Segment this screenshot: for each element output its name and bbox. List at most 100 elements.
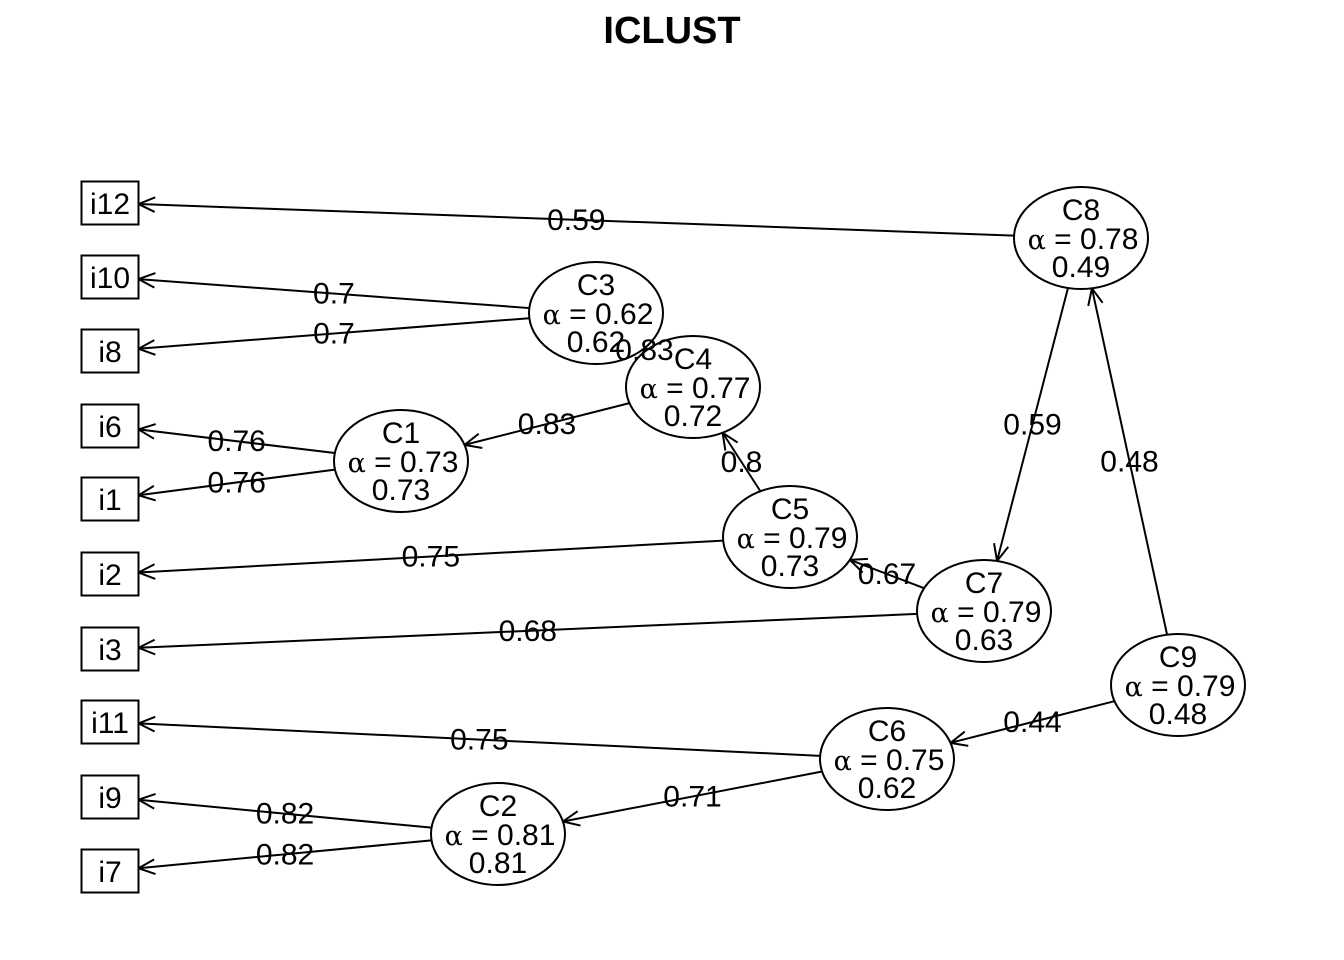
- cluster-name: C2: [479, 790, 517, 823]
- cluster-node-c2: C2α = 0.810.81: [430, 782, 566, 886]
- edge-line: [138, 317, 530, 350]
- cluster-beta: 0.48: [1149, 698, 1207, 731]
- cluster-node-c1: C1α = 0.730.73: [333, 409, 469, 513]
- alpha-value: 0.73: [400, 446, 458, 479]
- item-box: [80, 774, 140, 820]
- alpha-symbol: α: [445, 821, 463, 852]
- edge-line: [464, 402, 630, 446]
- alpha-symbol: α: [931, 598, 949, 629]
- cluster-node-c3: C3α = 0.620.62: [528, 261, 664, 365]
- edge-weight-label: 0.82: [256, 798, 314, 831]
- cluster-ellipse: [528, 261, 664, 365]
- cluster-beta: 0.73: [761, 550, 819, 583]
- cluster-alpha: α = 0.62: [543, 298, 654, 331]
- alpha-equals: =: [463, 819, 497, 852]
- cluster-beta: 0.73: [372, 474, 430, 507]
- item-label: i12: [90, 188, 130, 221]
- cluster-name: C6: [868, 715, 906, 748]
- edge-weight-label: 0.8: [721, 446, 763, 479]
- edge-line: [138, 278, 530, 310]
- alpha-equals: =: [1143, 670, 1177, 703]
- item-label: i11: [91, 707, 129, 740]
- cluster-alpha: α = 0.77: [640, 372, 751, 405]
- item-box: [80, 180, 140, 226]
- edge-line: [1090, 288, 1169, 635]
- edge-weight-label: 0.76: [208, 466, 266, 499]
- cluster-name: C5: [771, 493, 809, 526]
- alpha-equals: =: [852, 744, 886, 777]
- cluster-alpha: α = 0.75: [834, 744, 945, 777]
- cluster-node-c6: C6α = 0.750.62: [819, 707, 955, 811]
- item-node-i7: i7: [80, 848, 140, 894]
- cluster-name: C9: [1159, 641, 1197, 674]
- edge-labels-layer: 0.590.70.70.760.760.750.680.750.820.820.…: [207, 204, 1158, 872]
- edge-line: [562, 770, 823, 823]
- item-box: [80, 551, 140, 597]
- alpha-value: 0.75: [886, 744, 944, 777]
- alpha-value: 0.79: [1177, 670, 1235, 703]
- edge-weight-label: 0.59: [547, 204, 605, 237]
- alpha-symbol: α: [834, 746, 852, 777]
- cluster-alpha: α = 0.81: [445, 819, 556, 852]
- diagram-title: ICLUST: [603, 10, 740, 52]
- cluster-node-c4: C4α = 0.770.72: [625, 335, 761, 439]
- cluster-ellipse: [722, 485, 858, 589]
- item-node-i9: i9: [80, 774, 140, 820]
- alpha-value: 0.78: [1080, 223, 1138, 256]
- cluster-name: C8: [1062, 194, 1100, 227]
- item-box: [80, 328, 140, 374]
- edge-line: [138, 839, 432, 870]
- cluster-ellipse: [1013, 186, 1149, 290]
- cluster-ellipse: [625, 335, 761, 439]
- item-box: [80, 848, 140, 894]
- alpha-equals: =: [658, 372, 692, 405]
- item-box: [80, 403, 140, 449]
- alpha-symbol: α: [1028, 225, 1046, 256]
- item-label: i3: [98, 634, 121, 667]
- cluster-alpha: α = 0.79: [931, 596, 1042, 629]
- edge-weight-label: 0.67: [858, 558, 916, 591]
- edge-line: [849, 558, 925, 590]
- edge-line: [996, 287, 1069, 562]
- alpha-symbol: α: [1125, 672, 1143, 703]
- item-label: i7: [98, 856, 121, 889]
- edge-weight-label: 0.44: [1003, 706, 1061, 739]
- alpha-equals: =: [561, 298, 595, 331]
- item-node-i2: i2: [80, 551, 140, 597]
- alpha-value: 0.79: [983, 596, 1041, 629]
- cluster-alpha: α = 0.79: [737, 522, 848, 555]
- edge-weight-label: 0.59: [1003, 409, 1061, 442]
- edge-weight-label: 0.75: [402, 541, 460, 574]
- item-box: [80, 254, 140, 300]
- edge-weight-label: 0.7: [313, 317, 355, 350]
- cluster-node-c5: C5α = 0.790.73: [722, 485, 858, 589]
- cluster-beta: 0.63: [955, 624, 1013, 657]
- edge-line: [138, 539, 724, 574]
- cluster-ellipse: [333, 409, 469, 513]
- cluster-ellipse: [430, 782, 566, 886]
- alpha-equals: =: [366, 446, 400, 479]
- item-node-i6: i6: [80, 403, 140, 449]
- cluster-name: C4: [674, 343, 712, 376]
- edge-line: [138, 468, 336, 497]
- cluster-node-c7: C7α = 0.790.63: [916, 559, 1052, 663]
- alpha-value: 0.81: [497, 819, 555, 852]
- edge-weight-label: 0.76: [207, 425, 265, 458]
- item-box: [80, 626, 140, 672]
- alpha-symbol: α: [737, 524, 755, 555]
- edge-weight-label: 0.75: [450, 724, 508, 757]
- item-label: i1: [98, 484, 121, 517]
- edge-line: [950, 700, 1115, 744]
- cluster-beta: 0.62: [858, 772, 916, 805]
- item-label: i2: [98, 559, 121, 592]
- item-label: i8: [98, 336, 121, 369]
- alpha-symbol: α: [348, 448, 366, 479]
- edge-weight-label: 0.71: [663, 781, 721, 814]
- cluster-alpha: α = 0.73: [348, 446, 459, 479]
- edge-weight-label: 0.83: [615, 334, 673, 367]
- alpha-equals: =: [949, 596, 983, 629]
- cluster-name: C1: [382, 417, 420, 450]
- item-label: i10: [90, 262, 130, 295]
